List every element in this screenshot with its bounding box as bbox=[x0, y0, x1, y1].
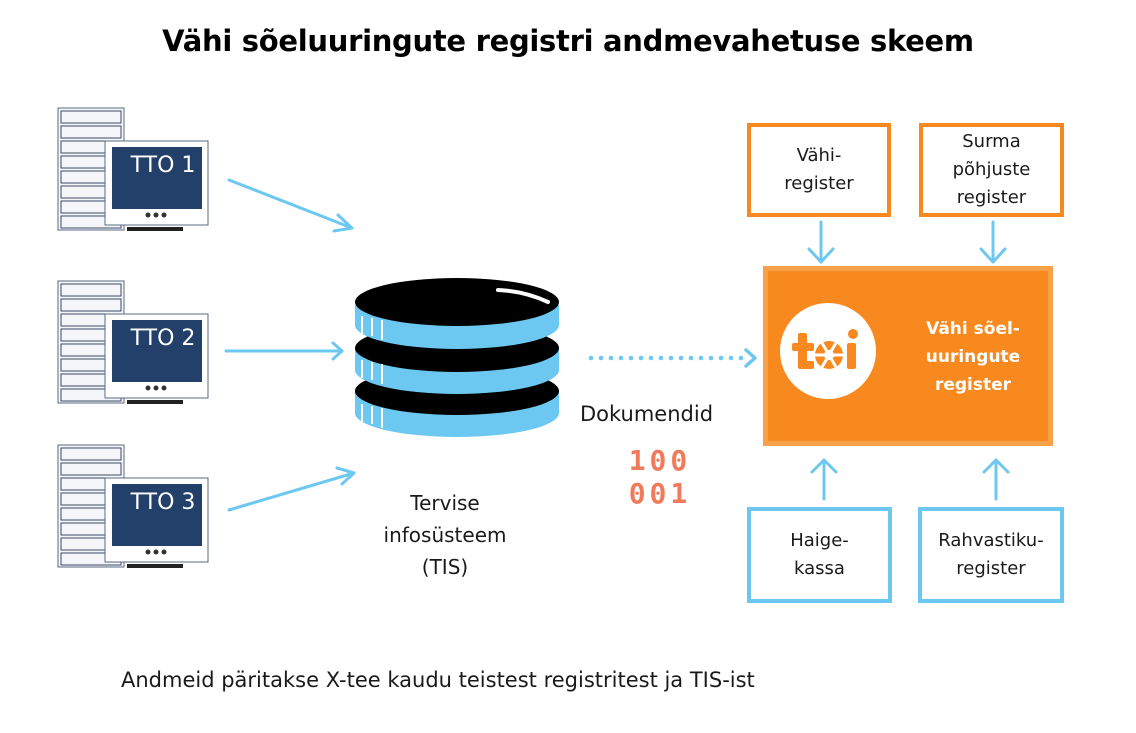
arrow-tto3-to-tis bbox=[227, 466, 356, 512]
arrow-surma-down bbox=[979, 220, 1007, 264]
register-label-line: Rahvastiku- bbox=[938, 530, 1044, 551]
central-label-line: Vähi sõel- bbox=[926, 319, 1020, 339]
tto-label: TTO 1 bbox=[130, 153, 196, 178]
server-monitor-icon bbox=[57, 107, 209, 231]
register-label-line: põhjuste bbox=[952, 159, 1031, 180]
server-monitor-icon bbox=[57, 444, 209, 568]
tai-logo-icon bbox=[792, 329, 858, 369]
arrow-tto2-to-tis bbox=[224, 341, 344, 361]
database-icon bbox=[355, 278, 559, 437]
register-haigekassa: Haige- kassa bbox=[747, 507, 892, 603]
tto-1-node: TTO 1 bbox=[57, 107, 217, 237]
tto-2-node: TTO 2 bbox=[57, 280, 217, 410]
binary-line: 001 bbox=[628, 477, 692, 510]
arrow-haigekassa-up bbox=[810, 458, 838, 501]
tis-label-line: (TIS) bbox=[421, 555, 469, 579]
server-monitor-icon bbox=[57, 280, 209, 404]
dotted-arrow-tis-to-register bbox=[588, 348, 757, 368]
documents-label: Dokumendid bbox=[580, 402, 714, 426]
central-label-line: register bbox=[934, 375, 1012, 395]
binary-line: 100 bbox=[628, 444, 692, 477]
register-label-line: Surma bbox=[962, 131, 1021, 152]
register-label-line: register bbox=[784, 173, 854, 194]
register-surma-pohjuste: Surma põhjuste register bbox=[919, 123, 1064, 217]
tto-3-node: TTO 3 bbox=[57, 444, 217, 574]
tto-label: TTO 3 bbox=[130, 490, 196, 515]
footer-note: Andmeid päritakse X-tee kaudu teistest r… bbox=[121, 668, 755, 692]
register-label-line: kassa bbox=[794, 558, 845, 579]
central-register: Vähi sõel- uuringute register bbox=[763, 266, 1053, 446]
tis-label-line: Tervise bbox=[410, 491, 480, 515]
tai-logo bbox=[780, 303, 876, 399]
tis-label-line: infosüsteem bbox=[383, 523, 507, 547]
central-label-line: uuringute bbox=[925, 347, 1021, 367]
diagram-title: Vähi sõeluuringute registri andmevahetus… bbox=[162, 24, 974, 58]
register-rahvastikuregister: Rahvastiku- register bbox=[918, 507, 1064, 603]
central-register-label: Vähi sõel- uuringute register bbox=[898, 315, 1048, 399]
register-label-line: Haige- bbox=[790, 530, 849, 551]
arrow-rahvastik-up bbox=[982, 458, 1010, 501]
register-vahiregister: Vähi- register bbox=[747, 123, 891, 217]
tis-label: Tervise infosüsteem (TIS) bbox=[355, 487, 535, 583]
register-label-line: register bbox=[956, 187, 1027, 208]
binary-data-icon: 100 001 bbox=[620, 444, 700, 510]
arrow-tto1-to-tis bbox=[227, 178, 354, 233]
register-label-line: Vähi- bbox=[796, 145, 842, 166]
register-label-line: register bbox=[956, 558, 1026, 579]
arrow-vahiregister-down bbox=[807, 220, 835, 264]
tto-label: TTO 2 bbox=[130, 326, 196, 351]
